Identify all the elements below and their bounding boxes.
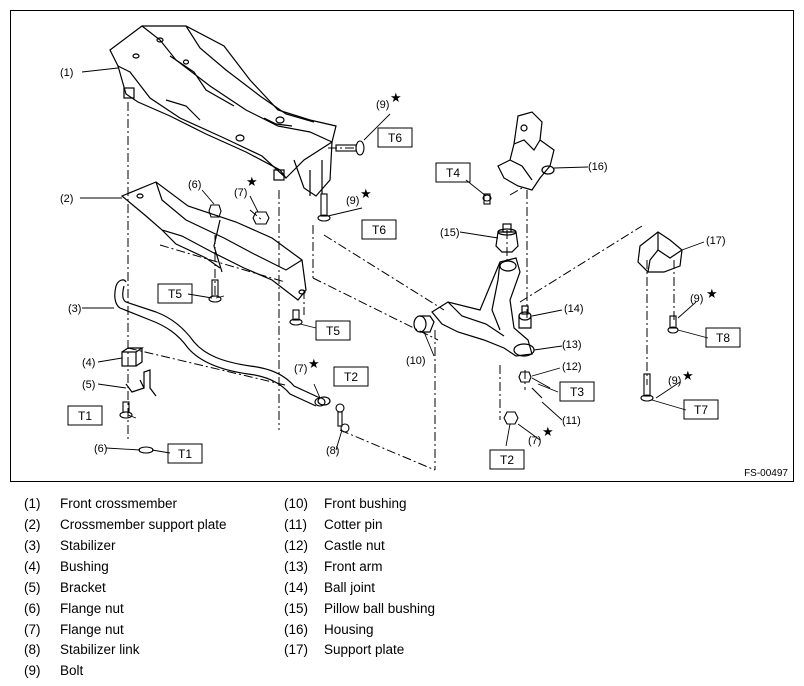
legend-name: Bracket [60,580,106,595]
torque-label-t1-lower: T1 [178,447,192,461]
callout-7-upper: (7) [234,187,247,199]
torque-label-t6-top: T6 [388,131,402,145]
callout-14: (14) [564,303,584,315]
legend-number: (12) [284,538,309,553]
legend-name: Housing [324,622,374,637]
legend-number: (16) [284,622,309,637]
legend-number: (13) [284,559,309,574]
star-marks: ★ ★ ★ ★ ★ ★ ★ [246,90,718,439]
callout-9-lower: (9) [668,375,681,387]
callout-7-lower: (7) [528,435,541,447]
callout-15: (15) [440,227,460,239]
legend-name: Pillow ball bushing [324,601,436,616]
legend-number: (8) [24,642,41,657]
legend-name: Cotter pin [324,517,383,532]
housing-drawing [497,111,555,191]
legend-number: (9) [24,663,41,678]
legend-name: Ball joint [324,580,376,595]
legend-number: (15) [284,601,309,616]
diagram-svg: (1) (2) (3) (4) (5) (6) (6) (7) (7) (7) … [10,10,794,482]
legend-name: Stabilizer link [60,642,140,657]
legend-number: (2) [24,517,41,532]
legend-number: (7) [24,622,41,637]
star-icon: ★ [360,186,372,201]
callout-8: (8) [326,445,339,457]
callout-9-middle: (9) [346,195,359,207]
star-icon: ★ [542,424,554,439]
legend-number: (11) [284,517,308,532]
exploded-parts-diagram: (1) (2) (3) (4) (5) (6) (6) (7) (7) (7) … [10,10,794,482]
legend-name: Castle nut [324,538,385,553]
torque-label-t5-left: T5 [168,287,182,301]
legend-name: Front crossmember [60,496,178,511]
torque-label-t3: T3 [570,385,584,399]
callout-5: (5) [82,379,95,391]
torque-label-t8: T8 [716,331,730,345]
legend-number: (6) [24,601,41,616]
torque-label-t5-right: T5 [326,324,340,338]
callout-labels: (1) (2) (3) (4) (5) (6) (6) (7) (7) (7) … [60,67,726,457]
star-icon: ★ [390,90,402,105]
callout-10: (10) [406,355,426,367]
legend-name: Crossmember support plate [60,517,227,532]
callout-1: (1) [60,67,73,79]
callout-12: (12) [562,361,582,373]
stabilizer-drawing [114,279,331,407]
legend-name: Stabilizer [60,538,116,553]
leader-lines [80,67,709,454]
legend-name: Flange nut [60,622,124,637]
torque-label-texts: T6 T6 T4 T5 T5 T2 T2 T1 T1 T3 T7 T8 [78,131,730,467]
star-icon: ★ [706,286,718,301]
legend-name: Bolt [60,663,84,678]
callout-17: (17) [706,235,726,247]
figure-code: FS-00497 [744,468,788,479]
callout-6-lower: (6) [94,443,107,455]
legend-number: (14) [284,580,309,595]
callout-16: (16) [588,161,608,173]
callout-7-middle: (7) [294,363,307,375]
alignment-lines [127,102,675,471]
ball-joint-drawing [518,305,532,329]
legend-number: (5) [24,580,41,595]
torque-label-t2-lower: T2 [500,453,514,467]
legend-number: (10) [284,496,309,511]
torque-label-t7: T7 [694,403,708,417]
star-icon: ★ [246,174,258,189]
callout-6-upper: (6) [188,179,201,191]
legend-number: (3) [24,538,41,553]
support-plate-drawing [637,231,683,273]
star-icon: ★ [682,368,694,383]
legend-number: (17) [284,642,309,657]
legend-number: (1) [24,496,41,511]
callout-2: (2) [60,193,73,205]
legend-name: Support plate [324,642,405,657]
front-crossmember-drawing [109,25,337,197]
legend-name: Flange nut [60,601,124,616]
callout-4: (4) [82,357,95,369]
torque-label-t4: T4 [446,166,460,180]
front-bushing-drawing [413,315,435,333]
torque-label-t1-left: T1 [78,409,92,423]
torque-label-boxes [67,127,741,470]
crossmember-support-plate-drawing [120,181,307,301]
callout-9-right: (9) [690,293,703,305]
front-arm-drawing [431,257,535,357]
callout-13: (13) [562,339,582,351]
diagram-frame [10,10,794,482]
pillow-ball-bushing-drawing [495,223,519,253]
callout-11: (11) [562,415,581,427]
legend-name: Front bushing [324,496,407,511]
torque-label-t2-middle: T2 [344,370,358,384]
legend-name: Bushing [60,559,109,574]
bushing-bracket-drawing [121,347,157,397]
callout-3: (3) [68,303,81,315]
parts-legend: (1) Front crossmember (2) Crossmember su… [0,492,804,682]
legend-number: (4) [24,559,41,574]
callout-9-top: (9) [376,99,389,111]
torque-label-t6-middle: T6 [372,223,386,237]
legend-name: Front arm [324,559,383,574]
star-icon: ★ [308,356,320,371]
